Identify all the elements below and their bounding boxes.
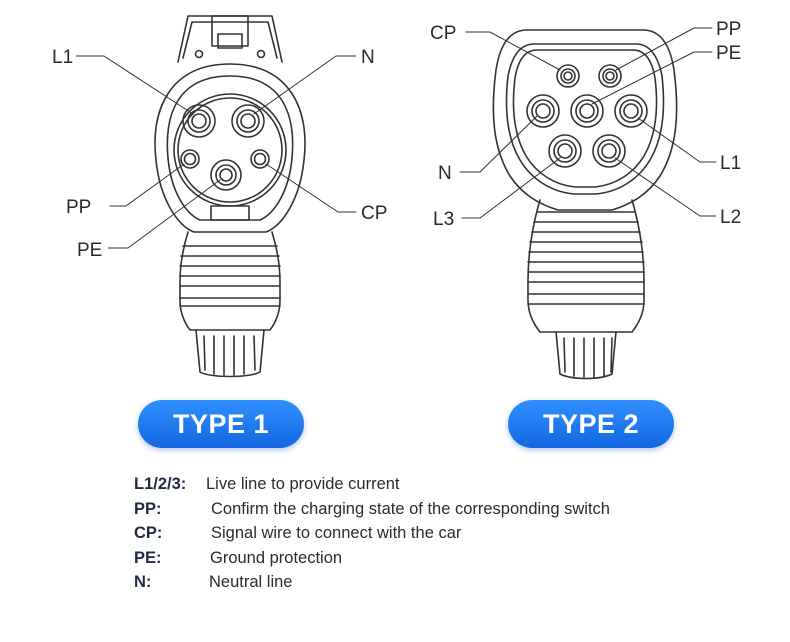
type2-label-l1: L1 [720,153,741,174]
type1-badge: TYPE 1 [138,400,304,448]
legend-row-cp: CP: Signal wire to connect with the car [134,521,734,546]
legend-description: Signal wire to connect with the car [211,524,462,542]
type1-label-n: N [361,47,375,68]
type2-label-pp: PP [716,19,741,40]
legend-row-live: L1/2/3: Live line to provide current [134,472,734,497]
legend-key: PP: [134,499,162,518]
legend-description: Confirm the charging state of the corres… [211,499,610,518]
legend-row-pe: PE: Ground protection [134,546,734,571]
type1-connector-illustration [154,15,306,378]
legend-row-pp: PP: Confirm the charging state of the co… [134,497,734,522]
legend-description: Ground protection [210,548,343,567]
legend-key: N: [134,573,152,591]
type2-label-n: N [438,163,452,184]
type1-label-pp: PP [66,197,91,218]
legend-key: CP: [134,524,163,542]
pin-legend: L1/2/3: Live line to provide current PP:… [134,472,734,595]
type2-label-cp: CP [430,23,456,44]
legend-description: Live line to provide current [206,475,400,493]
type2-label-l3: L3 [433,209,454,230]
legend-key: PE: [134,548,162,567]
legend-row-n: N: Neutral line [134,570,734,595]
type1-label-l1: L1 [52,47,73,68]
type2-label-pe: PE [716,43,741,64]
type2-connector-illustration [492,29,678,380]
legend-key: L1/2/3: [134,475,187,493]
type1-label-cp: CP [361,203,387,224]
type2-badge: TYPE 2 [508,400,674,448]
type1-label-pe: PE [77,240,102,261]
type2-label-l2: L2 [720,207,741,228]
legend-description: Neutral line [209,573,293,591]
